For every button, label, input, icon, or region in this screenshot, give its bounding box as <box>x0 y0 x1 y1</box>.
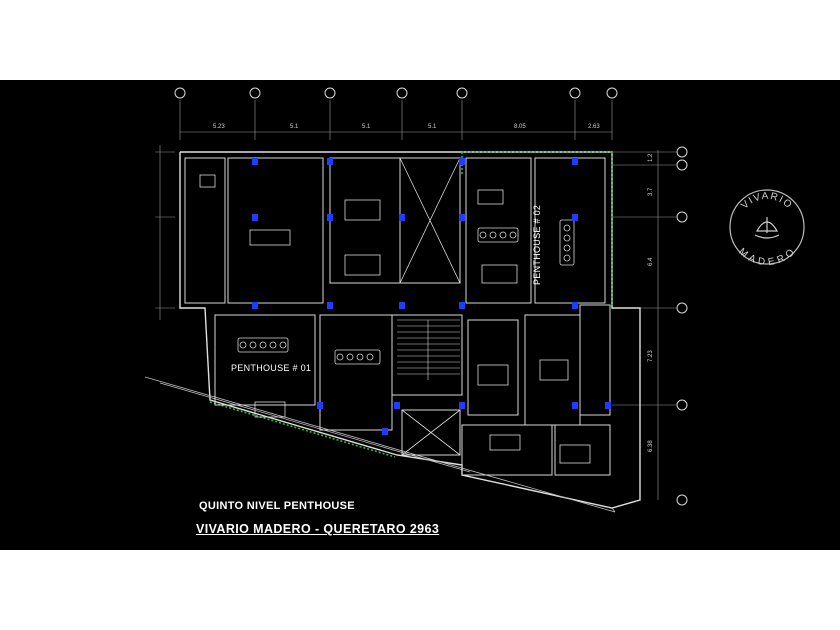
interior-walls <box>184 157 611 476</box>
right-dimension-line <box>612 150 676 500</box>
dim-top-6: 2.63 <box>588 124 600 130</box>
grid-bubbles-right <box>676 146 688 506</box>
room-label-penthouse-02: PENTHOUSE # 02 <box>532 204 542 285</box>
floor-plan: 5.23 5.1 5.1 5.1 8.05 2.63 1.2 3.7 6.4 7… <box>144 87 688 513</box>
dim-right-5: 6.38 <box>648 440 654 452</box>
dim-top-2: 5.1 <box>290 124 299 130</box>
leaf-icon <box>754 217 780 239</box>
top-dimension-line <box>179 100 613 140</box>
level-caption: QUINTO NIVEL PENTHOUSE <box>199 500 355 512</box>
logo-top-text: VIVARIO <box>739 191 793 212</box>
dim-top-4: 5.1 <box>428 124 437 130</box>
room-label-penthouse-01: PENTHOUSE # 01 <box>231 363 312 373</box>
dim-top-3: 5.1 <box>362 124 371 130</box>
grid-bubbles-top <box>174 87 618 99</box>
shaft <box>399 157 461 456</box>
structural-columns <box>252 158 611 435</box>
project-caption: VIVARIO MADERO - QUERETARO 2963 <box>196 522 440 536</box>
svg-text:VIVARIO: VIVARIO <box>739 191 794 212</box>
vivario-madero-logo: VIVARIO MADERO <box>729 189 805 267</box>
dim-right-3: 6.4 <box>648 257 654 266</box>
dim-top-1: 5.23 <box>213 124 225 130</box>
dim-right-1: 1.2 <box>648 153 654 162</box>
furniture <box>199 174 591 464</box>
dim-top-5: 8.05 <box>514 124 526 130</box>
terrace-hatch <box>209 151 613 458</box>
drawing-sheet: 5.23 5.1 5.1 5.1 8.05 2.63 1.2 3.7 6.4 7… <box>0 80 840 550</box>
stairs <box>397 319 460 380</box>
dim-right-4: 7.23 <box>648 350 654 362</box>
left-grid-ticks <box>155 145 175 320</box>
dim-right-2: 3.7 <box>648 187 654 196</box>
site-boundary <box>144 376 616 513</box>
